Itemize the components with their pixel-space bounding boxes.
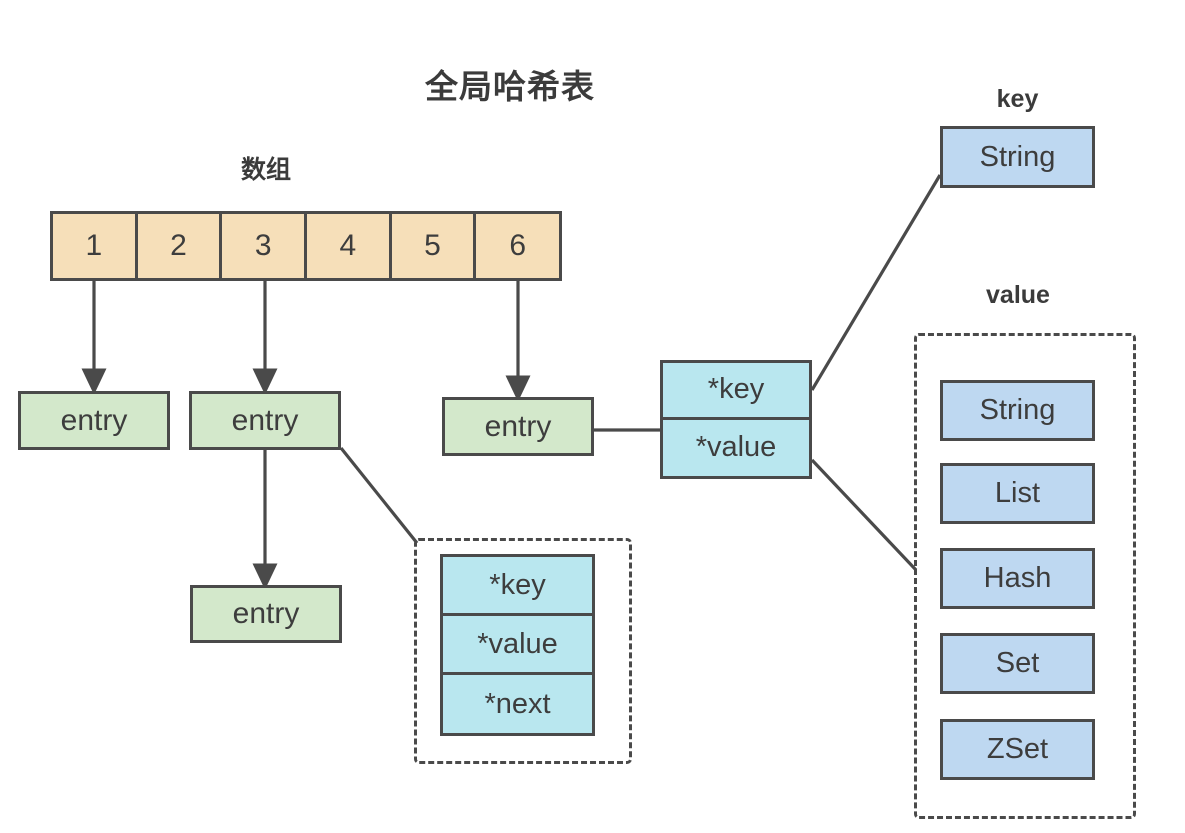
hash-array: 1 2 3 4 5 6 — [50, 211, 562, 281]
value-type-zset[interactable]: ZSet — [940, 719, 1095, 780]
entry-box-4[interactable]: entry — [190, 585, 342, 643]
link-value-to-types — [810, 458, 918, 572]
pair-field-value[interactable]: *value — [663, 419, 809, 476]
dict-entry-struct: *key *value *next — [440, 554, 595, 736]
dict-entry-field-next[interactable]: *next — [443, 675, 592, 734]
value-label: value — [986, 281, 1050, 309]
array-cell-5[interactable]: 5 — [391, 214, 477, 278]
dict-entry-field-key[interactable]: *key — [443, 557, 592, 617]
pair-field-key[interactable]: *key — [663, 363, 809, 420]
dict-entry-field-value[interactable]: *value — [443, 616, 592, 676]
array-cell-6[interactable]: 6 — [476, 214, 560, 278]
key-value-pair-struct: *key *value — [660, 360, 812, 479]
array-label: 数组 — [240, 156, 291, 184]
value-type-string[interactable]: String — [940, 380, 1095, 441]
array-cell-3[interactable]: 3 — [222, 214, 308, 278]
value-type-list[interactable]: List — [940, 463, 1095, 524]
value-types-container — [914, 333, 1136, 819]
entry-box-3[interactable]: entry — [442, 397, 594, 456]
key-label: key — [996, 85, 1039, 113]
value-type-hash[interactable]: Hash — [940, 548, 1095, 609]
key-type-string[interactable]: String — [940, 126, 1095, 188]
link-entry2-to-dictentry — [339, 447, 419, 544]
entry-box-1[interactable]: entry — [18, 391, 170, 450]
array-cell-2[interactable]: 2 — [137, 214, 223, 278]
page-title: 全局哈希表 — [425, 68, 595, 105]
array-cell-1[interactable]: 1 — [53, 214, 138, 278]
dict-entry-container — [414, 538, 632, 764]
array-cell-4[interactable]: 4 — [307, 214, 392, 278]
entry-box-2[interactable]: entry — [189, 391, 341, 450]
value-type-set[interactable]: Set — [940, 633, 1095, 694]
